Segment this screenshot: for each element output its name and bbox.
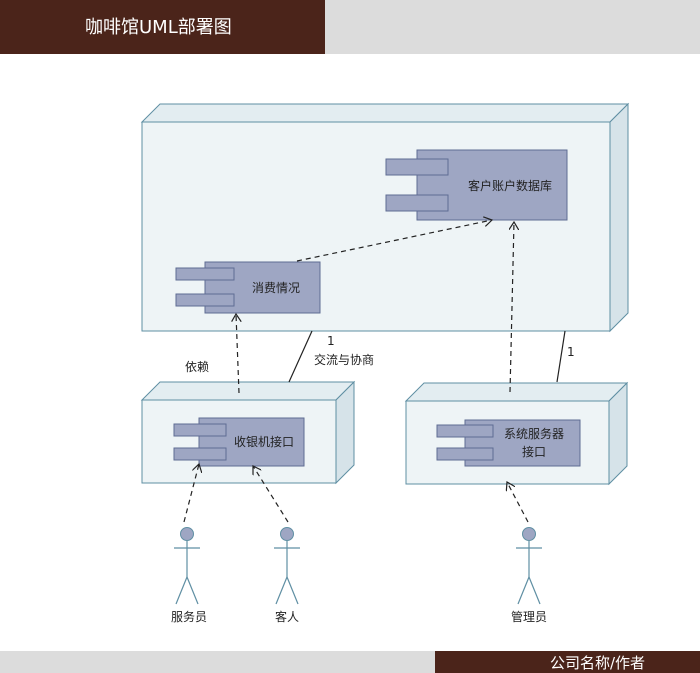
consumption-component[interactable]: 消费情况 <box>175 261 321 314</box>
system-service-label-line2: 接口 <box>522 444 546 459</box>
multiplicity-left: 1 <box>327 334 335 348</box>
admin-actor-icon[interactable] <box>516 527 542 605</box>
customer-db-label: 客户账户数据库 <box>468 178 552 193</box>
communication-label: 交流与协商 <box>314 352 374 367</box>
waiter-actor-icon[interactable] <box>174 527 200 605</box>
waiter-label: 服务员 <box>171 609 207 624</box>
multiplicity-right: 1 <box>567 345 575 359</box>
association-cashier-server <box>288 330 313 383</box>
waiter-arrow <box>183 464 199 523</box>
dependency-cashier-to-consumption <box>236 314 239 394</box>
admin-arrow <box>507 482 529 523</box>
dependency-label: 依赖 <box>185 359 209 374</box>
title-block: 咖啡馆UML部署图 <box>0 0 325 54</box>
dependency-consumption-to-db <box>296 220 492 262</box>
guest-label: 客人 <box>275 609 299 624</box>
footer-block: 公司名称/作者 <box>435 651 700 673</box>
dependency-service-to-db <box>510 222 514 393</box>
footer-text: 公司名称/作者 <box>549 654 645 672</box>
consumption-label: 消费情况 <box>252 281 300 295</box>
cashier-interface-component[interactable]: 收银机接口 <box>173 417 305 467</box>
page-title: 咖啡馆UML部署图 <box>85 17 232 38</box>
guest-actor-icon[interactable] <box>274 527 300 605</box>
guest-arrow <box>253 466 289 523</box>
admin-label: 管理员 <box>511 609 547 624</box>
cashier-interface-label: 收银机接口 <box>234 434 294 449</box>
system-service-label-line1: 系统服务器 <box>504 426 564 441</box>
association-service-server <box>556 330 566 383</box>
system-service-interface-component[interactable]: 系统服务器 接口 <box>436 419 581 467</box>
customer-db-component[interactable]: 客户账户数据库 <box>385 149 568 221</box>
